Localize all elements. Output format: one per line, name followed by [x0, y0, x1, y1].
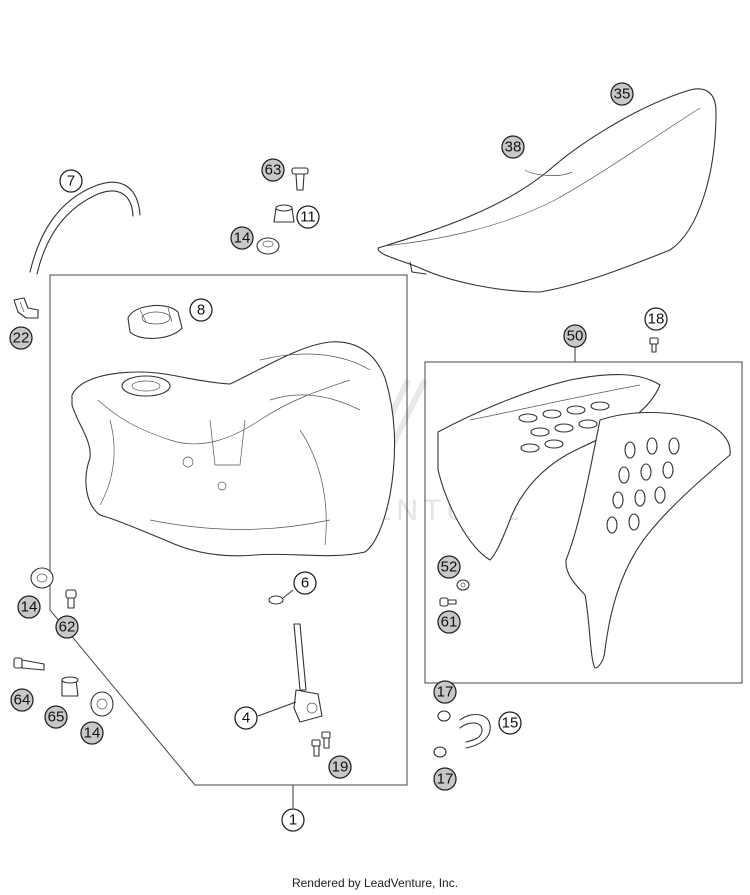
svg-text:62: 62: [59, 619, 76, 636]
svg-text:17: 17: [437, 684, 454, 701]
bolt-64[interactable]: [13, 657, 45, 671]
svg-text:61: 61: [441, 614, 458, 631]
svg-text:15: 15: [502, 715, 519, 732]
callout-64[interactable]: 64: [10, 688, 34, 712]
svg-text:8: 8: [197, 302, 205, 319]
spacer-65[interactable]: [61, 676, 79, 697]
grommet-11[interactable]: [273, 204, 295, 223]
rubber-buffer-left[interactable]: [30, 567, 54, 589]
callout-62[interactable]: 62: [55, 615, 79, 639]
callout-7[interactable]: 7: [59, 169, 83, 193]
vent-hose[interactable]: [29, 181, 141, 275]
svg-text:11: 11: [300, 209, 316, 226]
fuel-tank-group-outline: [49, 274, 408, 786]
svg-text:17: 17: [437, 771, 454, 788]
callout-4[interactable]: 4: [234, 706, 258, 730]
svg-text:50: 50: [567, 328, 584, 345]
shroud-vent-slots-right: [606, 437, 680, 534]
callout-65[interactable]: 65: [44, 705, 68, 729]
svg-text:14: 14: [21, 599, 38, 616]
washer-52[interactable]: [456, 579, 470, 591]
callout-38[interactable]: 38: [501, 135, 525, 159]
callout-18[interactable]: 18: [644, 307, 668, 331]
svg-text:38: 38: [505, 139, 522, 156]
svg-text:35: 35: [614, 86, 631, 103]
right-radiator-shroud[interactable]: [565, 412, 731, 669]
svg-text:19: 19: [332, 759, 349, 776]
callout-61[interactable]: 61: [437, 610, 461, 634]
svg-text:63: 63: [265, 162, 282, 179]
svg-text:65: 65: [48, 709, 65, 726]
overflow-hose[interactable]: [459, 714, 491, 749]
fuel-tank[interactable]: [71, 341, 396, 557]
callout-6[interactable]: 6: [293, 571, 317, 595]
callout-17-top[interactable]: 17: [433, 680, 457, 704]
hose-elbow-fitting[interactable]: [13, 297, 39, 319]
svg-text:22: 22: [13, 330, 30, 347]
svg-text:64: 64: [14, 692, 31, 709]
rubber-buffer-top[interactable]: [256, 237, 280, 255]
callout-19[interactable]: 19: [328, 755, 352, 779]
screw-61[interactable]: [439, 597, 457, 607]
callout-17-bottom[interactable]: 17: [433, 767, 457, 791]
fuel-tap[interactable]: [257, 623, 323, 723]
shroud-vent-slots-left: [518, 401, 610, 453]
callout-63[interactable]: 63: [261, 158, 285, 182]
callout-8[interactable]: 8: [189, 298, 213, 322]
hose-clamp-bottom[interactable]: [433, 746, 447, 758]
callout-22[interactable]: 22: [9, 326, 33, 350]
callout-1[interactable]: 1: [281, 808, 305, 832]
svg-text:1: 1: [289, 812, 297, 829]
bolt-62[interactable]: [65, 589, 77, 609]
svg-text:14: 14: [234, 230, 251, 247]
callout-14-top[interactable]: 14: [230, 226, 254, 250]
callout-50[interactable]: 50: [563, 324, 587, 348]
svg-text:18: 18: [648, 311, 665, 328]
shroud-group-outline: [424, 361, 743, 684]
svg-text:52: 52: [441, 559, 458, 576]
fuel-cap[interactable]: [127, 304, 183, 339]
callout-15[interactable]: 15: [498, 711, 522, 735]
callout-14-left[interactable]: 14: [17, 595, 41, 619]
seat[interactable]: [377, 88, 717, 293]
o-ring[interactable]: [268, 589, 294, 605]
callout-14-bottom[interactable]: 14: [80, 721, 104, 745]
hose-clamp-top[interactable]: [437, 710, 451, 722]
svg-text:6: 6: [301, 575, 309, 592]
tap-screw[interactable]: [311, 731, 331, 757]
callout-35[interactable]: 35: [610, 82, 634, 106]
callout-11[interactable]: 11: [296, 205, 320, 229]
footer-credit: Rendered by LeadVenture, Inc.: [291, 876, 459, 890]
rubber-buffer-bottom[interactable]: [90, 691, 114, 717]
svg-text:4: 4: [242, 710, 250, 727]
shroud-screw[interactable]: [649, 337, 659, 353]
callout-52[interactable]: 52: [437, 555, 461, 579]
svg-text:14: 14: [84, 725, 101, 742]
seat-screw[interactable]: [291, 167, 309, 191]
svg-text:7: 7: [67, 173, 75, 190]
